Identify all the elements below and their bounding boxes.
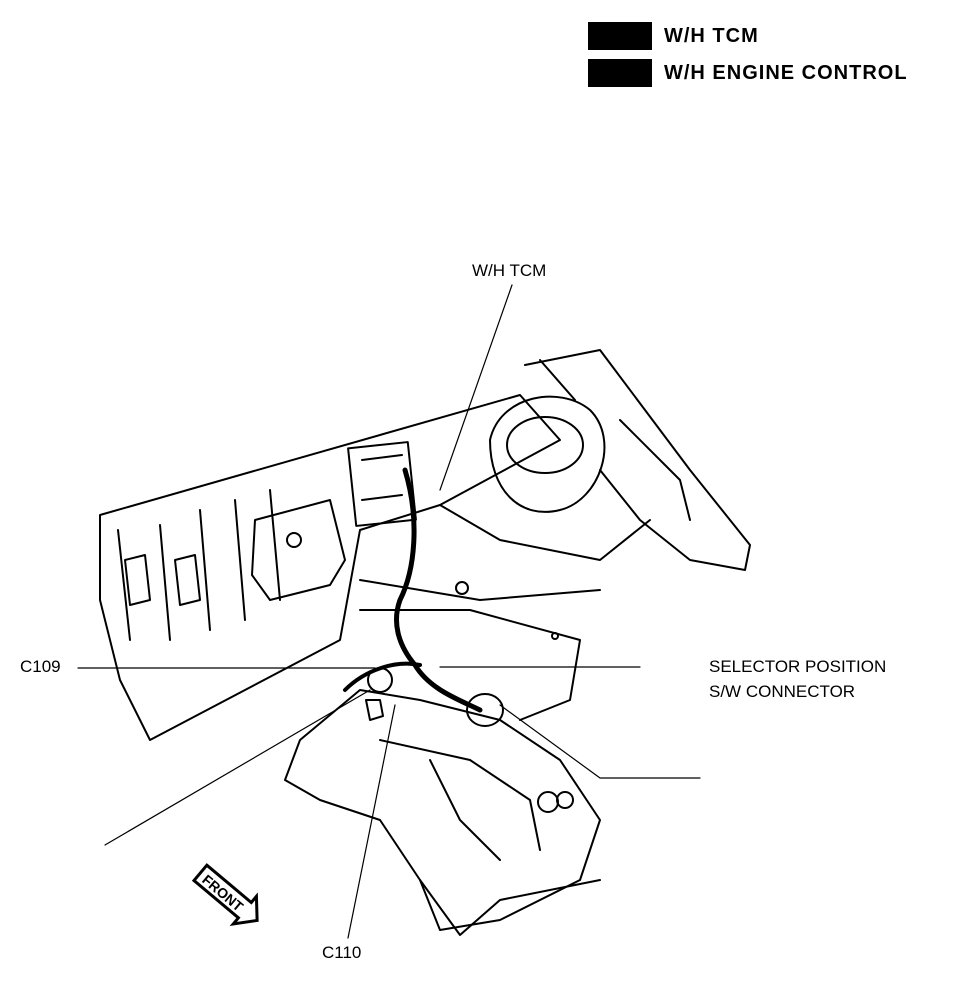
legend-swatch-engine-control — [588, 59, 652, 87]
frame-bolt-1 — [455, 581, 469, 595]
firewall-ribs — [117, 489, 281, 641]
transmission-housing — [284, 689, 601, 931]
leader-right — [499, 704, 701, 779]
output-port-1 — [537, 791, 559, 813]
firewall-pocket-left — [124, 554, 201, 606]
leader-c110 — [347, 704, 396, 939]
legend-label-tcm: W/H TCM — [664, 24, 759, 47]
frame-rail-lower — [359, 609, 581, 721]
fender-apron — [524, 349, 751, 571]
fender-apron-inner — [539, 359, 691, 521]
strut-tower-opening — [506, 416, 584, 474]
tcm-module — [347, 441, 417, 527]
tcm-wire-harness — [394, 467, 483, 713]
mount-bracket — [365, 699, 384, 721]
front-arrow-icon: FRONT — [191, 863, 259, 926]
access-cover — [251, 499, 346, 601]
leader-front-lower — [104, 689, 371, 846]
leader-wh-tcm — [439, 284, 513, 491]
callout-wh-tcm: W/H TCM — [472, 261, 547, 280]
legend-item-tcm: W/H TCM — [588, 22, 759, 50]
selector-connector-housing — [466, 693, 504, 727]
output-port-2 — [556, 791, 574, 809]
strut-tower — [489, 395, 606, 513]
callout-selector-position: SELECTOR POSITION S/W CONNECTOR — [709, 654, 886, 704]
callout-selector-line2: S/W CONNECTOR — [709, 682, 856, 701]
callout-c109: C109 — [20, 657, 61, 676]
transmission-detail — [379, 739, 541, 861]
callout-c110: C110 — [322, 943, 362, 962]
legend-item-engine-control: W/H ENGINE CONTROL — [588, 59, 908, 87]
legend-swatch-tcm — [588, 22, 652, 50]
access-cover-hole — [286, 532, 302, 548]
tcm-module-detail — [361, 454, 403, 501]
frame-rail-upper — [439, 504, 651, 561]
lower-edge — [419, 879, 601, 936]
frame-bolt-2 — [551, 632, 559, 640]
legend-label-engine-control: W/H ENGINE CONTROL — [664, 61, 908, 84]
engine-control-wire-harness — [343, 661, 422, 692]
cross-member — [359, 579, 601, 601]
callout-selector-line1: SELECTOR POSITION — [709, 657, 887, 676]
